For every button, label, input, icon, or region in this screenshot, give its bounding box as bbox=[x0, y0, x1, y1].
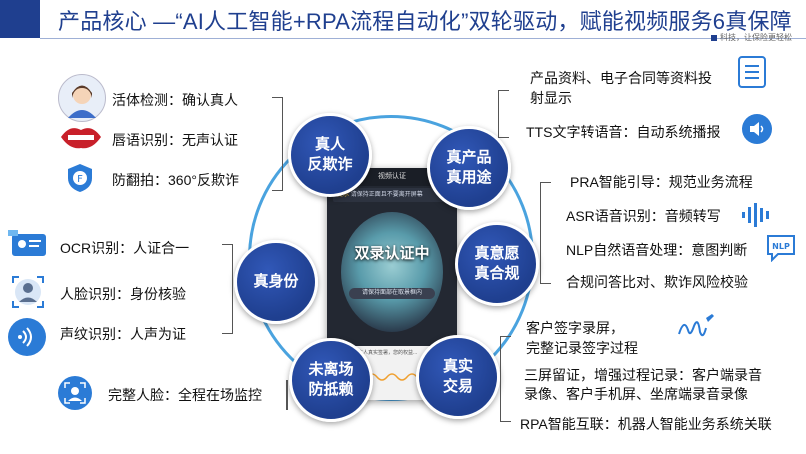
node-real-product-label: 真产品 真用途 bbox=[446, 149, 492, 186]
node-not-away-label: 未离场 防抵赖 bbox=[308, 361, 354, 398]
right-mid-item-0: PRA智能引导：规范业务流程 bbox=[570, 174, 753, 190]
phone-tip-text: 请保持正面且不要离开屏幕 bbox=[350, 192, 423, 198]
brand-tagline: 科技，让保险更轻松 bbox=[711, 32, 792, 43]
left-bottom-divider bbox=[286, 380, 288, 410]
signature-icon bbox=[676, 312, 716, 344]
nlp-icon: NLP bbox=[764, 234, 798, 262]
shield-f-icon: F bbox=[64, 162, 96, 194]
phone-status-label: 双录认证中 bbox=[354, 245, 430, 262]
phone-bottom-text: 您的保单由本人真实签署，您的权益... bbox=[333, 350, 418, 356]
phone-tip: 提示 请保持正面且不要离开屏幕 bbox=[333, 188, 451, 202]
right-bottom-item-2: RPA智能互联：机器人智能业务系统关联 bbox=[520, 416, 772, 432]
left-mid-item-2: 声纹识别：人声为证 bbox=[60, 326, 186, 342]
node-not-away: 未离场 防抵赖 bbox=[289, 338, 373, 422]
left-mid-bracket bbox=[222, 244, 233, 334]
face-scan-icon bbox=[10, 274, 46, 310]
node-real-intent-label: 真意愿 真合规 bbox=[474, 245, 520, 282]
title-divider bbox=[40, 38, 806, 39]
node-real-trade: 真实 交易 bbox=[416, 335, 500, 419]
right-mid-item-3: 合规问答比对、欺诈风险校验 bbox=[566, 274, 748, 290]
right-bottom-item-0: 客户签字录屏， 完整记录签字过程 bbox=[526, 320, 638, 356]
node-real-person: 真人 反欺诈 bbox=[288, 113, 372, 197]
svg-text:NLP: NLP bbox=[772, 242, 790, 251]
right-mid-item-1: ASR语音识别：音频转写 bbox=[566, 208, 721, 224]
node-real-trade-label: 真实 交易 bbox=[442, 358, 473, 395]
face-avatar-icon bbox=[58, 74, 106, 122]
audio-wave-icon bbox=[740, 200, 774, 230]
id-card-icon bbox=[6, 228, 50, 260]
right-bottom-bracket bbox=[500, 336, 511, 422]
node-real-identity-label: 真身份 bbox=[253, 273, 299, 290]
node-real-intent: 真意愿 真合规 bbox=[455, 222, 539, 306]
person-scan-icon bbox=[58, 376, 92, 410]
left-bottom-item-0: 完整人脸：全程在场监控 bbox=[108, 387, 262, 403]
title-accent-square bbox=[0, 0, 40, 38]
phone-hint-button: 请保持面部在取景框内 bbox=[349, 288, 435, 299]
phone-tip-prefix: 提示 bbox=[337, 192, 350, 198]
right-bottom-item-1: 三屏留证，增强过程记录：客户端录音 录像、客户手机屏、坐席端录音录像 bbox=[524, 367, 762, 402]
left-top-item-1: 唇语识别：无声认证 bbox=[112, 132, 238, 148]
right-mid-item-2: NLP自然语音处理：意图判断 bbox=[566, 242, 748, 258]
right-top-item-1: TTS文字转语音：自动系统播报 bbox=[526, 124, 721, 140]
left-top-item-0: 活体检测：确认真人 bbox=[112, 92, 238, 108]
voiceprint-icon bbox=[8, 318, 46, 356]
svg-text:F: F bbox=[77, 174, 83, 185]
brand-logo-icon bbox=[711, 34, 717, 41]
node-real-person-label: 真人 反欺诈 bbox=[307, 136, 353, 173]
speaker-icon bbox=[742, 114, 772, 144]
right-top-item-0: 产品资料、电子合同等资料投 射显示 bbox=[530, 70, 712, 106]
page-title: 产品核心 —“AI人工智能+RPA流程自动化”双轮驱动，赋能视频服务6真保障 bbox=[58, 9, 792, 34]
left-mid-item-1: 人脸识别：身份核验 bbox=[60, 286, 186, 302]
face-preview bbox=[341, 212, 443, 332]
lips-icon bbox=[58, 122, 104, 152]
node-real-product: 真产品 真用途 bbox=[427, 126, 511, 210]
left-top-item-2: 防翻拍：360°反欺诈 bbox=[112, 172, 239, 188]
brand-text: 科技，让保险更轻松 bbox=[720, 33, 792, 42]
right-mid-bracket bbox=[540, 182, 551, 284]
document-list-icon bbox=[738, 56, 766, 88]
left-mid-item-0: OCR识别：人证合一 bbox=[60, 240, 190, 256]
node-real-identity: 真身份 bbox=[234, 240, 318, 324]
right-top-bracket bbox=[498, 90, 509, 138]
left-top-bracket bbox=[272, 97, 283, 191]
